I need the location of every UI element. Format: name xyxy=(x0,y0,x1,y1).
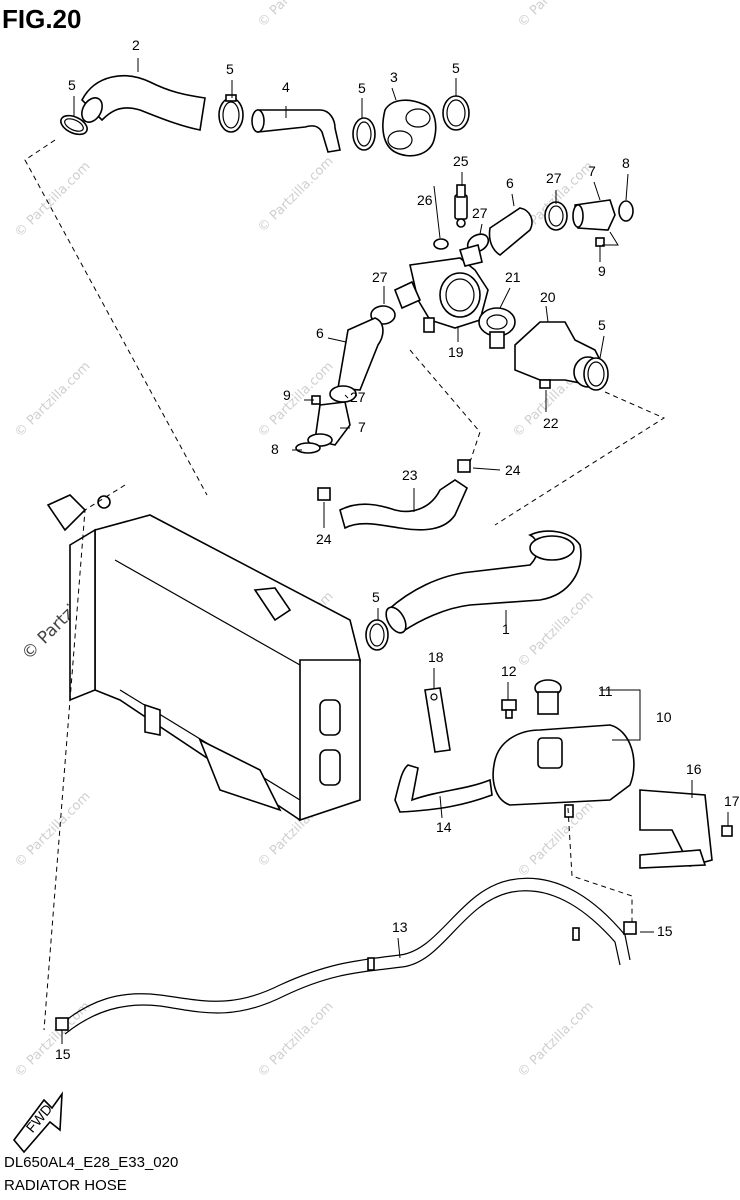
callout-6: 6 xyxy=(316,325,324,341)
bracket-18 xyxy=(424,687,451,753)
callout-7: 7 xyxy=(588,163,596,179)
callout-27: 27 xyxy=(350,389,366,405)
callout-18: 18 xyxy=(428,649,444,665)
thermostat-housing-19 xyxy=(393,244,489,333)
callout-6: 6 xyxy=(506,175,514,191)
hose-clamp-5 xyxy=(442,95,470,131)
diagram-caption: RADIATOR HOSE xyxy=(4,1177,127,1194)
callout-20: 20 xyxy=(540,289,556,305)
callout-1: 1 xyxy=(502,621,510,637)
gasket-26 xyxy=(433,238,449,250)
clamp-15 xyxy=(623,921,637,935)
callout-2: 2 xyxy=(132,37,140,53)
callout-5: 5 xyxy=(372,589,380,605)
callout-5: 5 xyxy=(452,60,460,76)
reservoir-cap-11 xyxy=(534,679,562,715)
hose-clamp-5 xyxy=(218,94,244,133)
reservoir-tank-10 xyxy=(492,724,635,818)
clamp-24 xyxy=(317,487,331,501)
callout-5: 5 xyxy=(68,77,76,93)
o-ring-8 xyxy=(295,442,321,454)
callout-12: 12 xyxy=(501,663,517,679)
hose-clamp-5 xyxy=(60,114,88,136)
callout-10: 10 xyxy=(656,709,672,725)
hose-6 xyxy=(488,207,533,256)
callout-13: 13 xyxy=(392,919,408,935)
callout-27: 27 xyxy=(472,205,488,221)
forward-arrow-icon: FWD xyxy=(12,1091,63,1154)
callout-25: 25 xyxy=(453,153,469,169)
figure-title: FIG.20 xyxy=(2,4,82,34)
bracket-16 xyxy=(639,789,713,869)
fitting-7 xyxy=(572,199,616,231)
temperature-sensor-25 xyxy=(454,184,468,228)
overflow-hose-13 xyxy=(59,877,631,1035)
fitting-7 xyxy=(307,401,351,447)
callout-numbers: 2 5 5 4 3 5 5 25 26 6 27 27 7 8 9 27 21 … xyxy=(55,37,740,1062)
callout-9: 9 xyxy=(598,263,606,279)
callout-4: 4 xyxy=(282,79,290,95)
callout-8: 8 xyxy=(271,441,279,457)
callout-22: 22 xyxy=(543,415,559,431)
radiator xyxy=(46,494,361,822)
bolt-22 xyxy=(539,379,551,389)
callout-5: 5 xyxy=(226,61,234,77)
hose-2 xyxy=(81,75,206,131)
callout-8: 8 xyxy=(622,155,630,171)
leader-lines xyxy=(24,58,666,1031)
callout-23: 23 xyxy=(402,467,418,483)
callout-27: 27 xyxy=(546,170,562,186)
callout-17: 17 xyxy=(724,793,740,809)
hose-clamp-5 xyxy=(352,117,376,151)
callout-15: 15 xyxy=(55,1046,71,1062)
bolt-17 xyxy=(721,825,733,837)
callout-3: 3 xyxy=(390,69,398,85)
callout-5: 5 xyxy=(358,80,366,96)
callout-14: 14 xyxy=(436,819,452,835)
callout-26: 26 xyxy=(417,192,433,208)
bolt-12 xyxy=(501,699,517,719)
callout-27: 27 xyxy=(372,269,388,285)
callout-15: 15 xyxy=(657,923,673,939)
callout-19: 19 xyxy=(448,344,464,360)
hose-clamp-5 xyxy=(583,357,609,391)
callout-11: 11 xyxy=(598,683,613,699)
hose-1 xyxy=(385,530,582,634)
hose-6 xyxy=(337,317,384,391)
diagram-code: DL650AL4_E28_E33_020 xyxy=(4,1154,179,1171)
thermostat-21 xyxy=(478,307,516,349)
callout-9: 9 xyxy=(283,387,291,403)
callout-5: 5 xyxy=(598,317,606,333)
hose-clamp-27 xyxy=(544,201,568,231)
o-ring-8 xyxy=(618,200,634,222)
clamp-24 xyxy=(457,459,471,473)
callout-16: 16 xyxy=(686,761,702,777)
callout-7: 7 xyxy=(358,419,366,435)
callout-24: 24 xyxy=(505,462,521,478)
hose-clamp-5 xyxy=(365,619,389,651)
pipe-4 xyxy=(251,109,341,153)
clamp-15 xyxy=(55,1017,69,1031)
reservoir-hose-14 xyxy=(394,764,493,813)
hose-23 xyxy=(339,479,469,531)
hose-3 xyxy=(382,99,437,157)
callout-24: 24 xyxy=(316,531,332,547)
callout-21: 21 xyxy=(505,269,521,285)
